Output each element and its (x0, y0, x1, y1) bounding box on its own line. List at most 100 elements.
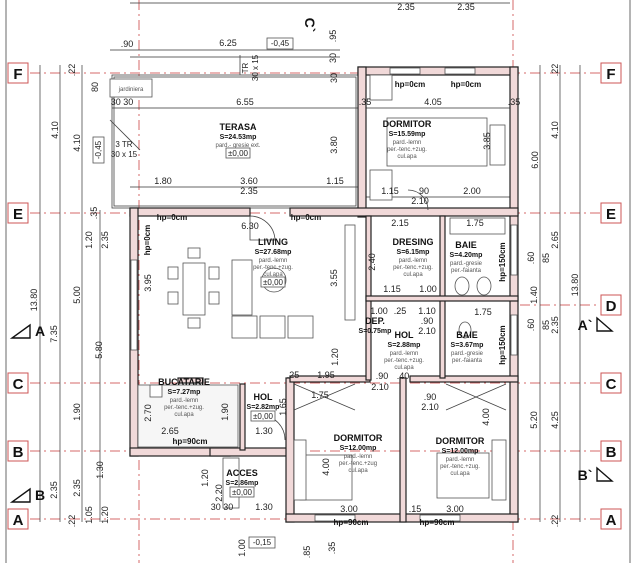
dimension-label: 6.25 (219, 38, 237, 48)
elevation-label: -0,45 (271, 39, 290, 48)
room-finish: per.-tenc.+zug. (440, 464, 480, 470)
dimension-label: .85 (302, 546, 312, 559)
sill-height-label: hp=0cm (157, 213, 187, 222)
room-area: S=12.00mp (340, 445, 377, 452)
dimension-label: .35 (89, 207, 99, 220)
elevation-box (248, 536, 276, 549)
room-finish: per.-faianta (451, 268, 482, 274)
dimension-label: 30 30 (111, 97, 134, 107)
dimension-label: .60 (526, 319, 536, 332)
dimension-label: 2.35 (240, 186, 258, 196)
dimension-label: 3.80 (329, 136, 339, 154)
dimension-label: 1.15 (326, 176, 344, 186)
sill-height-label: hp=150cm (498, 242, 507, 281)
room-finish: cul.apa (263, 272, 283, 278)
room-area: S=0.75mp (359, 328, 392, 335)
dimension-label: 85 (541, 320, 551, 330)
grid-axis-label-F: F (606, 66, 615, 83)
dimension-label: .22 (67, 515, 77, 528)
sill-height-label: hp=150cm (498, 325, 507, 364)
room-finish: pard.-gresie (450, 261, 483, 267)
dimension-label: 1.10 (418, 306, 436, 316)
dimension-label: 3.00 (446, 504, 464, 514)
grid-axis-box (600, 202, 622, 224)
dimension-label: 2.10 (371, 382, 389, 392)
room-finish: pard.-gresie (451, 351, 484, 357)
room-name: HOL (395, 330, 415, 340)
dimension-label: .25 (394, 306, 407, 316)
room-level: ±0,00 (232, 488, 253, 497)
section-mark-b-right: B` (578, 467, 593, 483)
dimension-label: 1.95 (317, 370, 335, 380)
dimension-label: 2.35 (49, 481, 59, 499)
elevation-label: -0,15 (253, 538, 272, 547)
room-finish: pard.-lemn (393, 140, 422, 146)
dimension-label: 3.85 (482, 132, 492, 150)
grid-axis-label-A: A (606, 512, 617, 529)
section-mark-a-right: A` (578, 317, 593, 333)
dimension-label: 1.20 (200, 469, 210, 487)
room-finish: pard.-lemn (344, 454, 373, 460)
room-finish: per.-tenc.+zug. (253, 265, 293, 271)
room-finish: per.-faianta (452, 358, 483, 364)
dimension-label: .90 (424, 392, 437, 402)
dimension-label: 30 (329, 73, 339, 83)
dimension-label: .40 (397, 371, 410, 381)
dimension-label: 2.10 (411, 196, 429, 206)
grid-axis-label-E: E (606, 206, 616, 223)
section-marks: A B A` B` C` (9, 18, 614, 503)
dimension-label: 3.00 (340, 504, 358, 514)
sill-height-label: hp=0cm (143, 225, 152, 255)
dimension-label: 1.75 (466, 218, 484, 228)
dimension-label: .25 (287, 370, 300, 380)
room-name: DORMITOR (334, 433, 383, 443)
room-finish: per.-tenc.+zug. (387, 147, 427, 153)
dimension-label: 1.80 (154, 176, 172, 186)
frame (5, 0, 631, 563)
room-name: LIVING (258, 237, 288, 247)
room-finish: per.-tenc.+zug. (393, 265, 433, 271)
dimension-label: 2.15 (391, 218, 409, 228)
elevation-label: -0,45 (94, 140, 103, 159)
elevation-mark: -0,45 (92, 136, 105, 164)
room-area: S=2.88mp (388, 342, 421, 349)
dimension-label: 4.05 (424, 97, 442, 107)
dimension-label: .22 (550, 515, 560, 528)
room-area: S=7.27mp (168, 389, 201, 396)
dimension-label: 2.40 (367, 253, 377, 271)
section-mark-a: A (35, 323, 45, 339)
sill-height-label: hp=0cm (395, 80, 425, 89)
dimension-label: 5.00 (72, 286, 82, 304)
room-finish: cul.apa (397, 154, 417, 160)
stair-label: 30 x 15 (251, 54, 260, 81)
dimension-label: 2.20 (214, 484, 224, 502)
dimension-label: 85 (541, 253, 551, 263)
dimension-label: .90 (376, 371, 389, 381)
planter-top (109, 78, 153, 98)
level-box (250, 410, 276, 422)
room-finish: per.-tenc.+zug (339, 461, 377, 467)
dimension-label: .22 (67, 64, 77, 77)
room-finish: per.-tenc.+zug. (384, 358, 424, 364)
room-name: BUCATARIE (158, 377, 210, 387)
dimension-label: 2.65 (550, 231, 560, 249)
room-name: DEP. (365, 316, 385, 326)
dimension-label: 7.35 (49, 325, 59, 343)
elevation-box (92, 136, 105, 164)
dimension-label: 1.75 (311, 390, 329, 400)
dimension-label: 2.70 (143, 404, 153, 422)
room-name: HOL (254, 392, 274, 402)
room-finish: pard.- gresie ext. (215, 143, 260, 149)
room-name: BAIE (455, 240, 477, 250)
bed-2 (299, 454, 353, 501)
dimension-label: .95 (328, 30, 338, 43)
grid-axis-box (600, 440, 622, 462)
room-finish: cul.apa (174, 412, 194, 418)
stair-label: TR (241, 62, 250, 73)
room-area: S=2.86mp (226, 480, 259, 487)
dimension-label: 1.00 (237, 539, 247, 557)
